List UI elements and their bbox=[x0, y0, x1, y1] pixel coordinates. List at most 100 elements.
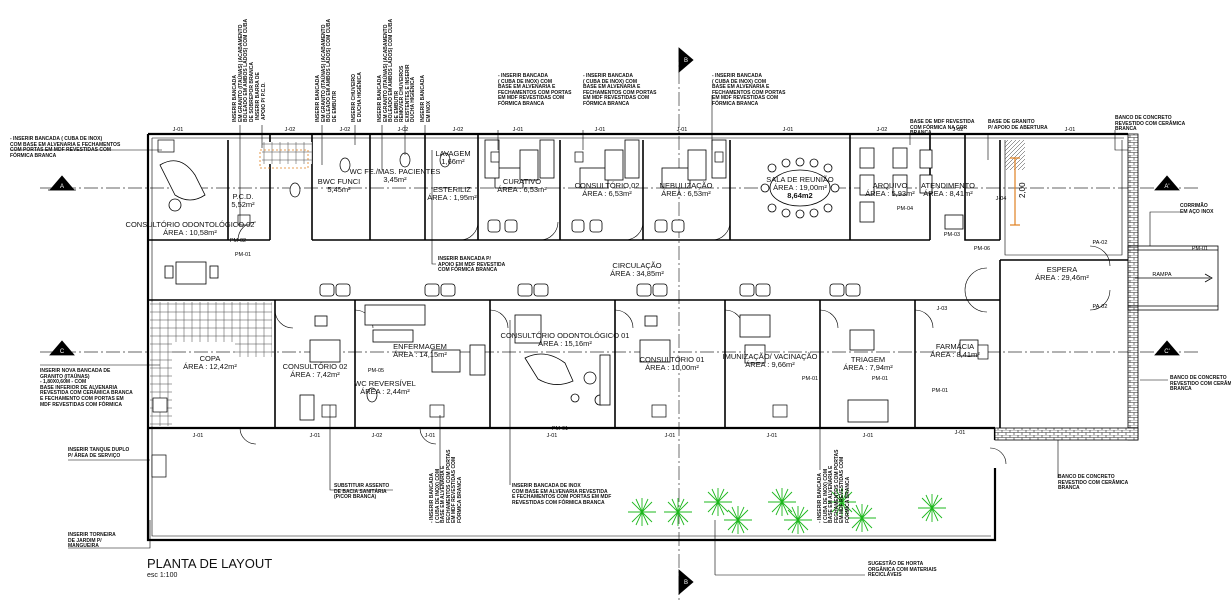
drawing-scale: esc 1:100 bbox=[147, 572, 178, 579]
note-vertical-inox: INSERIR BANCADA EM INOX bbox=[420, 75, 432, 122]
note-banco-bottom: BANCO DE CONCRETO REVESTIDO COM CERÂMICA… bbox=[1058, 474, 1129, 492]
tag-j01: J-01 bbox=[547, 433, 558, 439]
tag-j01: J-01 bbox=[863, 433, 874, 439]
note-corrimao: CORRIMÃO EM AÇO INOX bbox=[1180, 203, 1214, 215]
section-mark-b-top: B bbox=[684, 58, 688, 64]
note-left-tanque: INSERIR TANQUE DUPLO P/ ÁREA DE SERVIÇO bbox=[68, 447, 130, 459]
tag-j01: J-01 bbox=[193, 433, 204, 439]
section-lines bbox=[40, 48, 1200, 600]
tag-pm01: PM-01 bbox=[1192, 246, 1208, 252]
tag-pm01: PM-01 bbox=[235, 252, 251, 258]
section-mark-b-bottom: B bbox=[684, 580, 688, 586]
room-pcd: P.C.D.5,52m² bbox=[231, 192, 255, 209]
tag-pm04: PM-04 bbox=[897, 206, 913, 212]
tag-j02: J-02 bbox=[285, 127, 296, 133]
note-top-bancada-1: - INSERIR BANCADA ( CUBA DE INOX) COM BA… bbox=[498, 73, 572, 107]
note-vertical-bancada-1: INSERIR BANCADA EM GRANITO (ITAÚNAS) (Ac… bbox=[232, 18, 255, 122]
tag-pm01: PM-01 bbox=[802, 376, 818, 382]
tag-pm01: PM-01 bbox=[932, 388, 948, 394]
drawing-title: PLANTA DE LAYOUT bbox=[147, 556, 273, 571]
section-markers bbox=[48, 47, 1180, 595]
tag-j01: J-01 bbox=[173, 127, 184, 133]
ramp bbox=[1127, 245, 1219, 311]
brick-wall-bottom bbox=[994, 427, 1139, 441]
chairs bbox=[319, 219, 861, 297]
section-mark-c-prime: C' bbox=[1164, 349, 1169, 355]
note-left-torneira: INSERIR TORNEIRA DE JARDIM P/ MANGUEIRA bbox=[68, 532, 116, 550]
section-mark-a: A bbox=[60, 184, 64, 190]
dimension-line bbox=[1010, 157, 1020, 226]
tag-j02: J-02 bbox=[372, 433, 383, 439]
note-base-mdf: BASE DE MDF REVESTIDA COM FÓRMICA NA COR… bbox=[910, 119, 975, 137]
tag-j01: J-01 bbox=[767, 433, 778, 439]
tag-pa02: PA-02 bbox=[1093, 304, 1108, 310]
tag-j02: J-02 bbox=[453, 127, 464, 133]
note-banco-top: BANCO DE CONCRETO REVESTIDO COM CERÂMICA… bbox=[1115, 115, 1186, 133]
windows bbox=[168, 133, 1095, 429]
note-vertical-bancada-5: - INSERIR BANCADA ( CUBA DE INOX) COM BA… bbox=[817, 449, 851, 523]
note-vertical-bancada-2: INSERIR BANCADA EM GRANITO (ITAÚNAS) (Ac… bbox=[315, 18, 338, 122]
note-vertical-barra-pcd: INSERIR BARRA DE APOIO P/ P.C.D. bbox=[255, 72, 267, 120]
door-swings bbox=[237, 221, 1111, 465]
note-apoio-mdf: INSERIR BANCADA P/ APOIO EM MDF REVESTID… bbox=[438, 256, 506, 274]
tag-j02: J-02 bbox=[877, 127, 888, 133]
leader-lines bbox=[10, 95, 1180, 576]
tag-pm02: PM-02 bbox=[230, 238, 246, 244]
note-left-mid: INSERIR NOVA BANCADA DE GRANITO (ITAÚNAS… bbox=[40, 368, 133, 408]
note-vertical-bancada-3: INSERIR BANCADA EM GRANITO (ITAÚNAS) (Ac… bbox=[377, 18, 400, 122]
tag-pm01: PM-01 bbox=[552, 426, 568, 432]
tag-j01: J-01 bbox=[665, 433, 676, 439]
tag-j01: J-01 bbox=[595, 127, 606, 133]
tag-j04: J-04 bbox=[996, 196, 1007, 202]
tag-j01: J-01 bbox=[955, 430, 966, 436]
note-top-bancada-2: - INSERIR BANCADA ( CUBA DE INOX) COM BA… bbox=[583, 73, 657, 107]
ramp-label: RAMPA bbox=[1152, 272, 1171, 278]
tag-pm03: PM-03 bbox=[944, 232, 960, 238]
tag-j01: J-01 bbox=[783, 127, 794, 133]
note-base-granito: BASE DE GRANITO P/ APOIO DE ABERTURA bbox=[988, 119, 1048, 131]
note-banco-right: BANCO DE CONCRETO REVESTIDO COM CERÂMICA… bbox=[1170, 375, 1231, 393]
note-vertical-bancada-4: - INSERIR BANCADA ( CUBA DE INOX) COM BA… bbox=[429, 449, 463, 523]
section-mark-a-prime: A' bbox=[1164, 184, 1169, 190]
tag-j01: J-01 bbox=[513, 127, 524, 133]
tag-j01: J-01 bbox=[677, 127, 688, 133]
tag-pm06: PM-06 bbox=[974, 246, 990, 252]
section-mark-c: C bbox=[60, 349, 65, 355]
tag-j01: J-01 bbox=[425, 433, 436, 439]
note-substituir: SUBSTITUIR ASSENTO DE BACIA SANITÁRIA (P… bbox=[334, 483, 390, 501]
note-bancada-inox: INSERIR BANCADA DE INOX COM BASE EM ALVE… bbox=[512, 483, 612, 506]
sanitary bbox=[151, 139, 989, 478]
tag-j02: J-02 bbox=[398, 127, 409, 133]
brick-wall-right bbox=[1127, 133, 1139, 441]
tag-j01: J-01 bbox=[1065, 127, 1076, 133]
meeting-table bbox=[760, 157, 840, 219]
tag-j02: J-02 bbox=[340, 127, 351, 133]
tag-j01: J-01 bbox=[310, 433, 321, 439]
note-top-bancada-3: - INSERIR BANCADA ( CUBA DE INOX) COM BA… bbox=[712, 73, 786, 107]
tag-pm05: PM-05 bbox=[368, 368, 384, 374]
tag-pm01: PM-01 bbox=[872, 376, 888, 382]
tag-pa02: PA-02 bbox=[1093, 240, 1108, 246]
garden-plants bbox=[628, 488, 946, 534]
tag-j02: J-02 bbox=[953, 127, 964, 133]
